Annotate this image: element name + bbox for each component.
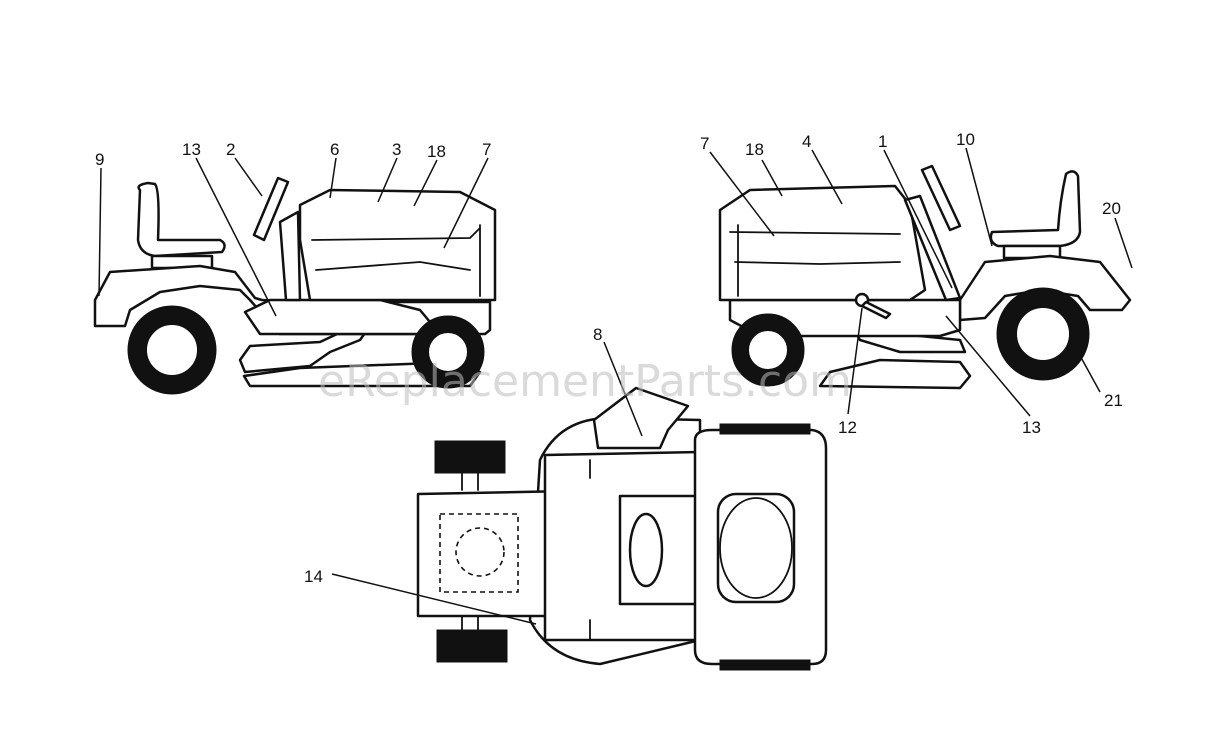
callout-right-21: 21 [1104, 391, 1123, 410]
watermark: eReplacementParts.com [318, 356, 852, 407]
top-view-tractor [331, 341, 828, 671]
callout-right-13: 13 [1022, 418, 1041, 437]
callout-top-14: 14 [304, 567, 323, 586]
callout-left-3: 3 [392, 140, 401, 159]
right-side-view-tractor [709, 147, 1133, 417]
callout-left-7: 7 [482, 140, 491, 159]
left-side-view-tractor [93, 157, 497, 395]
callout-top-8: 8 [593, 325, 602, 344]
callout-left-18: 18 [427, 142, 446, 161]
callout-right-20: 20 [1102, 199, 1121, 218]
callout-left-2: 2 [226, 140, 235, 159]
callout-right-12: 12 [838, 418, 857, 437]
callout-left-9: 9 [95, 150, 104, 169]
callout-right-1: 1 [878, 132, 887, 151]
callout-left-6: 6 [330, 140, 339, 159]
callout-right-10: 10 [956, 130, 975, 149]
callout-left-13: 13 [182, 140, 201, 159]
callout-right-4: 4 [802, 132, 811, 151]
callout-right-7: 7 [700, 134, 709, 153]
callout-right-18: 18 [745, 140, 764, 159]
